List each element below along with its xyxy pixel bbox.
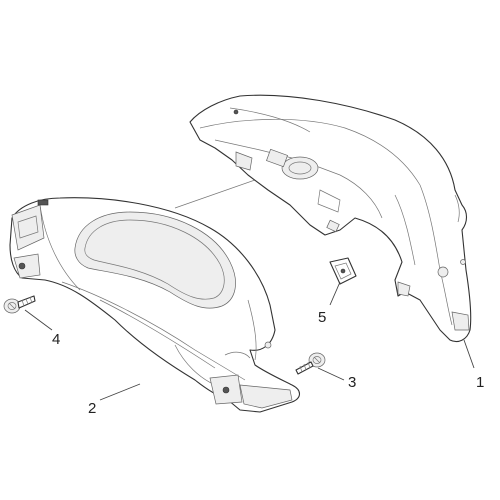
callout-3: 3	[348, 374, 356, 391]
leader-line-2	[99, 383, 141, 401]
screw-right	[295, 352, 326, 375]
leader-line-1	[463, 339, 475, 369]
clip-nut	[329, 257, 357, 285]
front-handlebar-cover	[9, 197, 301, 413]
callout-5: 5	[318, 309, 326, 326]
callout-2: 2	[88, 400, 96, 417]
screw-left	[3, 295, 36, 314]
callout-1: 1	[476, 374, 484, 391]
leader-line-3	[317, 367, 345, 381]
alignment-line	[174, 179, 256, 209]
rear-handlebar-cover	[189, 94, 472, 343]
leader-line-5	[329, 281, 341, 306]
callout-4: 4	[52, 331, 60, 348]
leader-line-4	[24, 309, 53, 331]
